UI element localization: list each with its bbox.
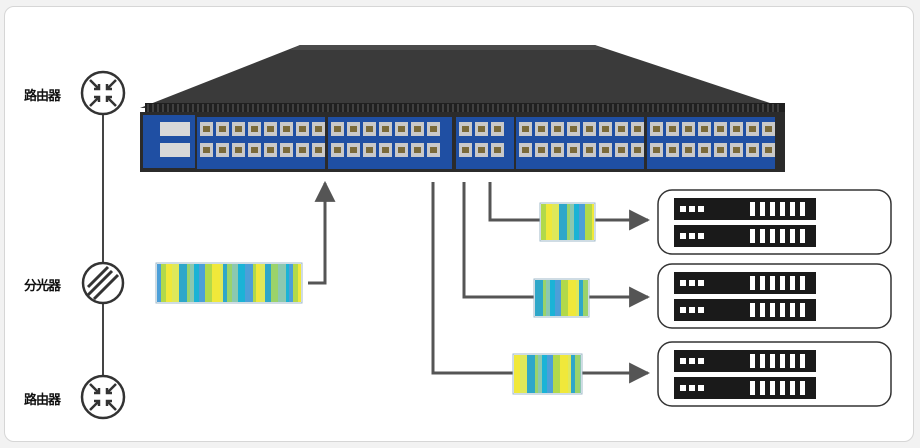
wavelength-stripe	[514, 355, 520, 393]
wavelength-stripe	[199, 264, 205, 302]
wavelength-stripe	[560, 355, 568, 393]
wavelength-stripe	[570, 204, 574, 240]
wavelength-stripe	[194, 264, 199, 302]
wavelength-stripe	[579, 280, 583, 316]
wavelength-stripe	[298, 264, 301, 302]
downlink-line-2	[462, 182, 534, 299]
wavelength-stripe	[580, 355, 581, 393]
wavelength-stripe	[238, 264, 245, 302]
wavelength-stripe	[555, 280, 561, 316]
wavelength-stripe	[527, 355, 535, 393]
wavelength-stripe	[550, 280, 555, 316]
wavelength-stripe	[571, 355, 575, 393]
wavelength-stripe	[223, 264, 227, 302]
wavelength-stripe	[520, 355, 527, 393]
wavelength-stripe	[260, 264, 265, 302]
wavelength-stripe	[567, 204, 570, 240]
wavelength-stripe	[535, 355, 538, 393]
wavelength-stripe	[585, 204, 592, 240]
wavelength-block	[512, 353, 583, 395]
wavelength-stripe	[265, 264, 271, 302]
wavelength-stripe	[542, 355, 547, 393]
splitter-icon	[81, 261, 125, 305]
wavelength-stripe	[552, 204, 559, 240]
wavelength-stripe	[293, 264, 298, 302]
wavelength-stripe	[232, 264, 238, 302]
wavelength-stripe	[547, 355, 553, 393]
wavelength-stripe	[575, 355, 580, 393]
router-label-top: 路由器	[24, 89, 61, 104]
wavelength-stripe	[535, 280, 543, 316]
wavelength-stripe	[187, 264, 190, 302]
wavelength-stripe	[561, 280, 568, 316]
downlink-line-3	[431, 182, 513, 375]
wavelength-stripe	[245, 264, 253, 302]
server-groups	[657, 189, 892, 407]
port-groups	[197, 117, 775, 169]
wavelength-stripe	[205, 264, 212, 302]
wavelength-stripe	[546, 280, 550, 316]
wavelength-stripe	[289, 264, 293, 302]
wavelength-stripe	[583, 280, 588, 316]
wavelength-stripe	[579, 204, 585, 240]
router-label-bottom: 路由器	[24, 393, 61, 408]
wavelength-stripe	[278, 264, 286, 302]
splitter-label: 分光器	[24, 279, 61, 294]
wavelength-stripe	[227, 264, 232, 302]
wavelength-stripe	[576, 280, 579, 316]
server-icon	[657, 341, 892, 407]
wavelength-block	[539, 202, 596, 242]
wavelength-stripe	[253, 264, 256, 302]
wavelength-stripe	[179, 264, 187, 302]
wavelength-stripe	[546, 204, 552, 240]
wavelength-stripe	[220, 264, 223, 302]
wavelength-block	[155, 262, 303, 304]
wavelength-stripe	[541, 204, 546, 240]
wavelength-stripe	[190, 264, 194, 302]
router-icon	[80, 70, 126, 116]
wavelength-stripe	[553, 355, 560, 393]
switch-vent	[145, 103, 785, 113]
wavelength-stripe	[161, 264, 166, 302]
wavelength-stripe	[559, 204, 567, 240]
switch-vent-lines	[147, 104, 779, 112]
wavelength-stripe	[543, 280, 546, 316]
wavelength-stripe	[157, 264, 161, 302]
wavelength-stripe	[568, 280, 576, 316]
server-icon	[657, 189, 892, 255]
wavelength-stripe	[574, 204, 579, 240]
switch-top	[140, 45, 785, 108]
uplink-arrow	[308, 180, 336, 285]
wavelength-stripe	[166, 264, 172, 302]
wavelength-stripe	[172, 264, 179, 302]
wavelength-stripe	[592, 204, 594, 240]
router-icon	[80, 374, 126, 420]
server-icon	[657, 263, 892, 329]
wavelength-stripe	[568, 355, 571, 393]
wavelength-stripe	[271, 264, 278, 302]
wavelength-stripe	[212, 264, 220, 302]
downlink-line-1	[488, 182, 540, 222]
wavelength-stripe	[256, 264, 260, 302]
wavelength-block	[533, 278, 590, 318]
wavelength-stripe	[286, 264, 289, 302]
wavelength-stripe	[538, 355, 542, 393]
